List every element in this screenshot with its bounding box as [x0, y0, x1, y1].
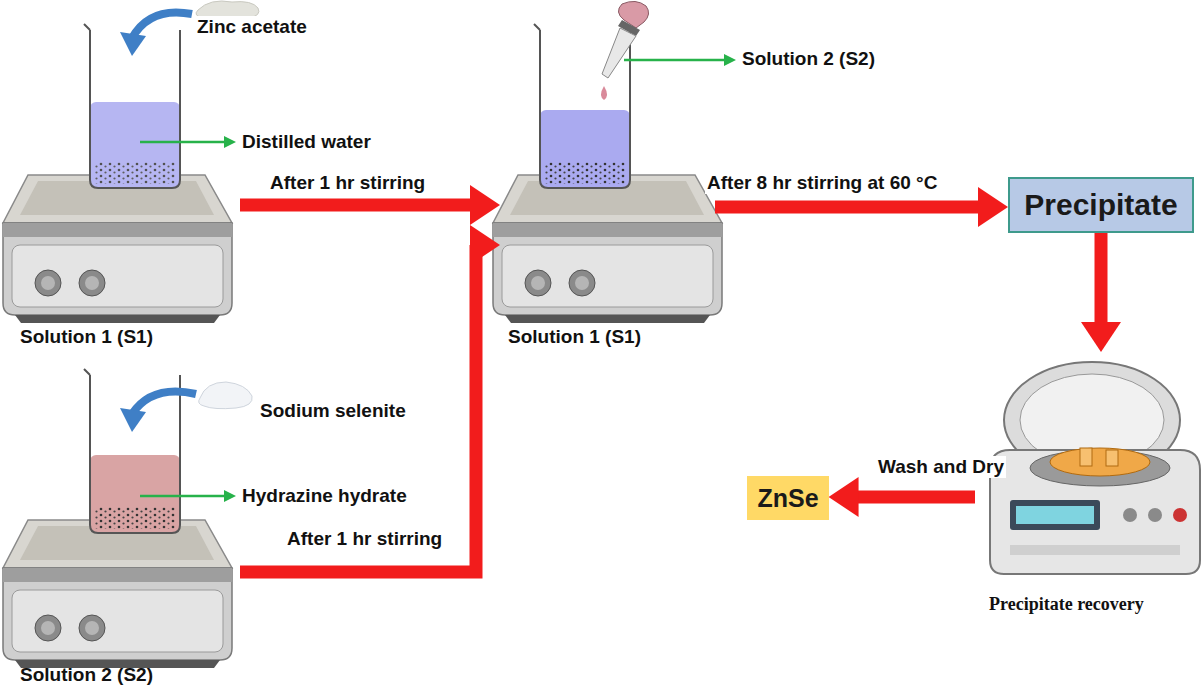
process-arrow: [1081, 233, 1121, 352]
dropper-part: [602, 28, 636, 78]
beaker-s2-part: [90, 455, 180, 533]
leader-hydrazine-hydrate: [140, 490, 236, 502]
annotation-label: Solution 2 (S2): [740, 48, 877, 70]
arrow-head: [978, 187, 1008, 227]
hotplate-s1-part: [3, 175, 232, 323]
leader-dropper: [624, 54, 736, 66]
hotplate-s1: [3, 175, 232, 323]
dropper: [601, 1, 649, 100]
station-caption: Solution 2 (S2): [20, 664, 153, 686]
annotation-label: Zinc acetate: [195, 16, 309, 38]
pour-arrow-s2-part: [132, 392, 196, 415]
centrifuge-station: Precipitate recovery: [975, 352, 1204, 617]
product-box: ZnSe: [747, 476, 828, 520]
solution-station: Solution 2 (S2): [0, 380, 240, 688]
arrow-label: After 8 hr stirring at 60 °C: [705, 172, 939, 194]
centrifuge-part: [1050, 448, 1150, 476]
annotation-label: Sodium selenite: [258, 400, 408, 422]
centrifuge-part: [1010, 545, 1180, 555]
sodium-selenite-powder: [199, 382, 253, 409]
leader-hydrazine-hydrate-part: [224, 490, 236, 502]
station-caption: Precipitate recovery: [989, 594, 1144, 615]
arrow-label: After 1 hr stirring: [268, 172, 427, 194]
centrifuge-part: [1123, 508, 1137, 522]
arrow-head: [829, 477, 859, 517]
pour-arrow-s2-part: [120, 408, 146, 432]
pour-arrow-s1-part: [132, 12, 192, 38]
beaker-s1-part: [90, 30, 180, 188]
hotplate-s2-part: [3, 520, 232, 668]
centrifuge-part: [1173, 508, 1187, 522]
centrifuge-part: [1148, 508, 1162, 522]
solution-station: Solution 1 (S1): [500, 20, 715, 350]
centrifuge-part: [1106, 450, 1118, 466]
beaker-s1-part: [84, 24, 180, 188]
process-box: Precipitate: [1008, 177, 1194, 233]
annotation-label: Distilled water: [240, 131, 373, 153]
station-caption: Solution 1 (S1): [508, 326, 641, 348]
arrow-shaft: [240, 199, 472, 212]
solution-station: Solution 1 (S1): [0, 20, 240, 350]
process-arrow: [829, 477, 975, 517]
leader-distilled-water-part: [224, 136, 236, 148]
arrow-label: After 1 hr stirring: [285, 528, 444, 550]
beaker-s1: [84, 24, 180, 188]
arrow-head: [1081, 322, 1121, 352]
arrow-shaft: [857, 491, 975, 504]
centrifuge: [990, 362, 1200, 574]
annotation-label: Hydrazine hydrate: [240, 485, 409, 507]
centrifuge-part: [1080, 448, 1092, 466]
arrow-shaft: [715, 201, 980, 214]
box-text: ZnSe: [757, 484, 818, 513]
hotplate-s2: [3, 520, 232, 668]
pour-arrow-s1: [120, 12, 192, 56]
box-text: Precipitate: [1024, 188, 1177, 222]
leader-dropper-part: [724, 54, 736, 66]
hotplate-mixing: [493, 175, 722, 323]
pour-arrow-s1-part: [120, 32, 146, 56]
arrow-head: [470, 185, 500, 225]
pour-arrow-s2: [120, 392, 196, 433]
hotplate-mixing-part: [493, 175, 722, 323]
arrow-head: [470, 225, 500, 265]
leader-distilled-water: [140, 136, 236, 148]
dropper-part: [601, 86, 607, 100]
beaker-s2-part: [94, 507, 176, 529]
arrow-label: Wash and Dry: [876, 456, 1006, 478]
centrifuge-part: [1010, 500, 1100, 530]
station-caption: Solution 1 (S1): [20, 326, 153, 348]
arrow-shaft: [240, 245, 476, 572]
process-arrow: [240, 225, 500, 572]
leader-dropper-part: [624, 59, 726, 62]
sodium-selenite-powder-part: [199, 382, 253, 409]
beaker-mixing-part: [544, 162, 626, 184]
arrow-shaft: [1095, 233, 1108, 324]
beaker-mixing-part: [540, 110, 630, 188]
leader-distilled-water-part: [140, 141, 226, 144]
leader-hydrazine-hydrate-part: [140, 495, 226, 498]
centrifuge-part: [1016, 506, 1094, 524]
